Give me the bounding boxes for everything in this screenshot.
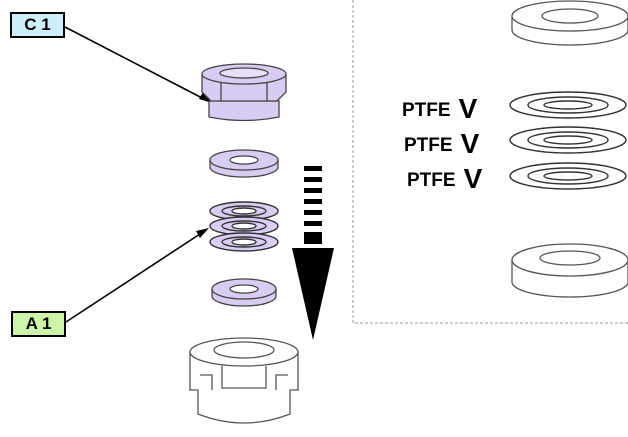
leader-line-a1 — [65, 231, 204, 323]
ptfe-label-2: PTFE V — [404, 128, 479, 160]
detail-ptfe-v-rings — [509, 91, 627, 190]
leader-arrowhead-c1 — [199, 92, 212, 103]
detail-washer-bottom — [511, 243, 628, 298]
ptfe-label-text: PTFE — [407, 170, 456, 191]
ptfe-label-text: PTFE — [404, 135, 453, 156]
hex-nut-c1 — [201, 63, 287, 122]
gland-body — [189, 337, 299, 424]
washer-lower — [211, 278, 277, 307]
callout-a1: A 1 — [11, 311, 66, 337]
callout-c1: C 1 — [10, 12, 65, 38]
v-ring-stack-a1 — [209, 201, 279, 252]
detail-view-frame — [352, 0, 628, 324]
v-ring-mark: V — [463, 163, 483, 194]
washer-upper — [209, 149, 279, 178]
leader-line-c1 — [64, 26, 207, 101]
ptfe-label-3: PTFE V — [407, 163, 482, 195]
v-ring-mark: V — [460, 128, 480, 159]
leader-arrowhead-a1 — [196, 228, 209, 238]
detail-washer-top — [511, 0, 628, 46]
ptfe-label-text: PTFE — [402, 100, 451, 121]
assembly-direction-arrow — [292, 166, 334, 340]
v-ring-mark: V — [458, 93, 478, 124]
ptfe-label-1: PTFE V — [402, 93, 477, 125]
